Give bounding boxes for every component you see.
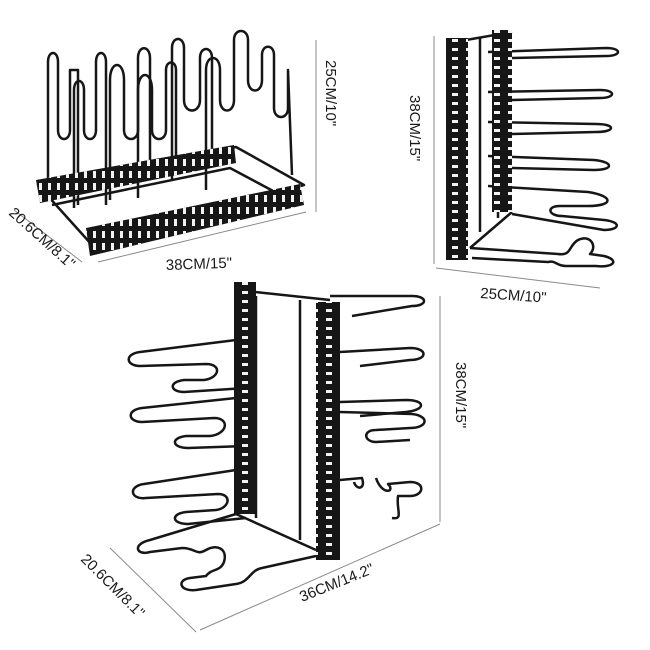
height-label: 25CM/10" [322, 60, 339, 126]
shelf-rods [127, 288, 426, 592]
dimension-lines [13, 40, 317, 263]
width-label: 25CM/10" [480, 285, 547, 307]
height-label: 38CM/15" [406, 95, 423, 161]
dimension-lines [109, 296, 441, 633]
vertical-rack-side-view: 38CM/15" 25CM/10" [406, 30, 620, 307]
height-label: 38CM/15" [452, 362, 469, 428]
shelf-rods [465, 30, 620, 268]
dimension-lines [433, 36, 601, 289]
depth-label: 20.6CM/8.1" [77, 551, 148, 622]
length-label: 36CM/14.2" [297, 560, 376, 605]
vertical-rack-perspective-view: 38CM/15" 36CM/14.2" 20.6CM/8.1" [77, 282, 469, 633]
horizontal-rack-view: 25CM/10" 38CM/15" 20.6CM/8.1" [5, 29, 339, 274]
depth-label: 20.6CM/8.1" [5, 204, 78, 272]
length-label: 38CM/15" [166, 255, 233, 274]
rack-frame [36, 29, 306, 247]
